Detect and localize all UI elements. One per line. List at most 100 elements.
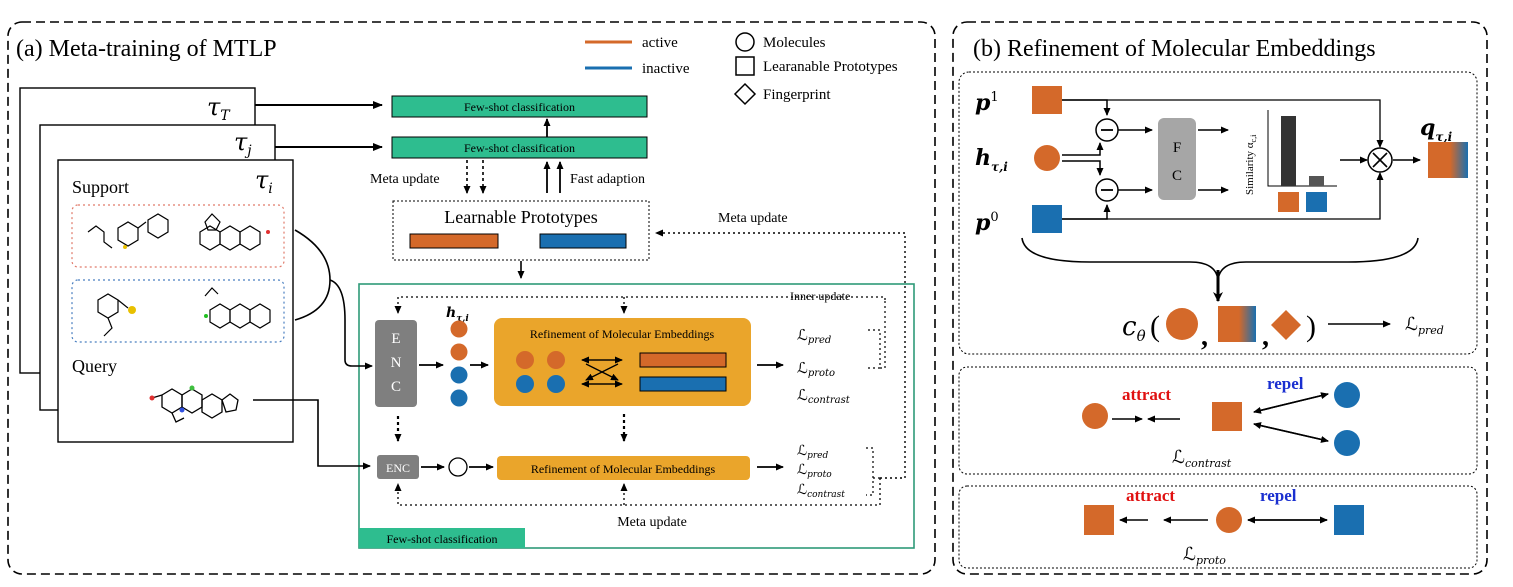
rme-dot-3 [516,375,534,393]
c-theta-comma-1: , [1201,321,1208,352]
enc-letter-n: N [391,355,402,371]
learnable-prototypes-box [392,200,650,261]
arrow-p0-to-minus [1062,204,1111,220]
similarity-legend-active [1278,192,1299,212]
p1-prototype [1032,86,1062,114]
fsc-frame-tag-label: Few-shot classification [387,532,498,546]
enc-letter-e: E [391,331,400,347]
loss-contrast-top: ℒcontrast [797,386,851,406]
h-embedding [1034,145,1060,171]
rme-prototype-active [639,352,727,368]
p0-label: p0 [975,210,999,236]
query-label: Query [72,356,117,376]
proto-prototype-inactive [1334,505,1364,535]
similarity-bar-active [1281,116,1296,186]
enc-block-top [375,320,417,407]
task-label-i: τi [255,166,273,197]
rme-dot-1 [516,351,534,369]
molecule-sketch-1 [87,213,169,249]
meta-update-left-label: Meta update [370,172,440,187]
fsc-bar-mid-label: Few-shot classification [464,141,575,155]
p1-label: p1 [975,90,999,116]
fast-adaption-label: Fast adaption [570,172,645,187]
rme-block-bottom-label: Refinement of Molecular Embeddings [531,462,716,476]
inner-update-bracket [868,329,881,369]
legend-prototype-icon [735,56,755,76]
h-embedding-label: hτ,i [446,305,469,324]
arrow-h-to-minus-bottom [1062,160,1104,176]
task-cards: τT τj τi Support [19,87,294,443]
molecule-sketch-4 [204,287,271,329]
c-theta-open-paren: ( [1150,310,1160,343]
fsc-frame-tag [359,528,525,548]
arrow-p0-to-multiply [1062,172,1384,220]
similarity-bar-inactive [1309,176,1324,186]
loss-contrast-b: ℒcontrast [1172,447,1232,470]
meta-update-bottom-label: Meta update [617,515,687,530]
similarity-axis-label: Similarity αc,i [1244,134,1258,195]
legend-inactive-label: inactive [642,61,690,77]
fsc-bar-mid [391,136,648,159]
loss-pred-top: ℒpred [797,326,831,346]
rme-cross-arrows [581,356,623,388]
h-label: hτ,i [975,145,1008,174]
legend-fingerprint-icon [733,82,757,106]
arrow-p1-to-minus [1062,99,1111,116]
rme-dot-2 [547,351,565,369]
contrast-repel-label: repel [1267,374,1304,393]
rme-prototype-inactive [639,376,727,392]
c-theta-prototype [1218,306,1256,342]
brace [1021,237,1419,281]
c-theta-molecule [1166,308,1198,340]
query-embedding-dot [448,457,468,477]
inner-update-connector [880,300,886,369]
loss-pred-b: ℒpred [1405,314,1444,337]
loss-contrast-bottom: ℒcontrast [797,482,845,500]
contrast-attract-label: attract [1122,385,1171,404]
fc-letter-f: F [1173,140,1181,156]
legend-fingerprint-label: Fingerprint [763,87,831,103]
loss-pred-bottom: ℒpred [797,443,828,461]
arrow-inner-update [394,296,886,314]
task-label-T: τT [207,93,231,124]
support-brace [294,229,331,321]
meta-bracket-bottom [866,447,874,496]
support-active-box [71,204,285,268]
embedding-dot-3 [450,366,468,384]
panel-b: (b) Refinement of Molecular Embeddings p… [952,21,1488,575]
similarity-axes [1267,110,1337,187]
p0-prototype [1032,205,1062,233]
fsc-bar-top [391,95,648,118]
fsc-bar-top-label: Few-shot classification [464,100,575,114]
proto-attract-label: attract [1126,486,1175,505]
meta-update-right-label: Meta update [718,211,788,226]
q-refined-prototype [1428,142,1468,178]
q-label: qτ,i [1420,115,1453,144]
support-label: Support [72,177,129,197]
c-theta-label: cθ [1122,312,1146,345]
loss-proto-bottom: ℒproto [797,462,832,480]
c-theta-close-paren: ) [1306,310,1316,343]
refinement-box [958,71,1478,355]
contrast-repel-arrow-2b [1253,422,1329,442]
inner-update-label: Inner update [790,289,850,303]
embedding-dot-1 [450,320,468,338]
panel-b-frame [952,21,1488,575]
rme-block-bottom [497,456,750,480]
embedding-dot-2 [450,343,468,361]
similarity-legend-inactive [1306,192,1327,212]
legend-molecules-label: Molecules [763,35,826,51]
loss-proto-top: ℒproto [797,359,835,379]
enc-letter-c: C [391,379,401,395]
enc-block-bottom [377,455,419,479]
panel-a-frame [7,21,936,575]
legend-molecule-icon [735,32,755,52]
legend-active-label: active [642,35,678,51]
arrow-support-to-enc [329,279,373,370]
prototype-inactive-bar [539,233,627,249]
embedding-dot-4 [450,389,468,407]
proto-repel-label: repel [1260,486,1297,505]
panel-b-title: (b) Refinement of Molecular Embeddings [973,36,1376,62]
panel-a-title: (a) Meta-training of MTLP [16,36,277,62]
